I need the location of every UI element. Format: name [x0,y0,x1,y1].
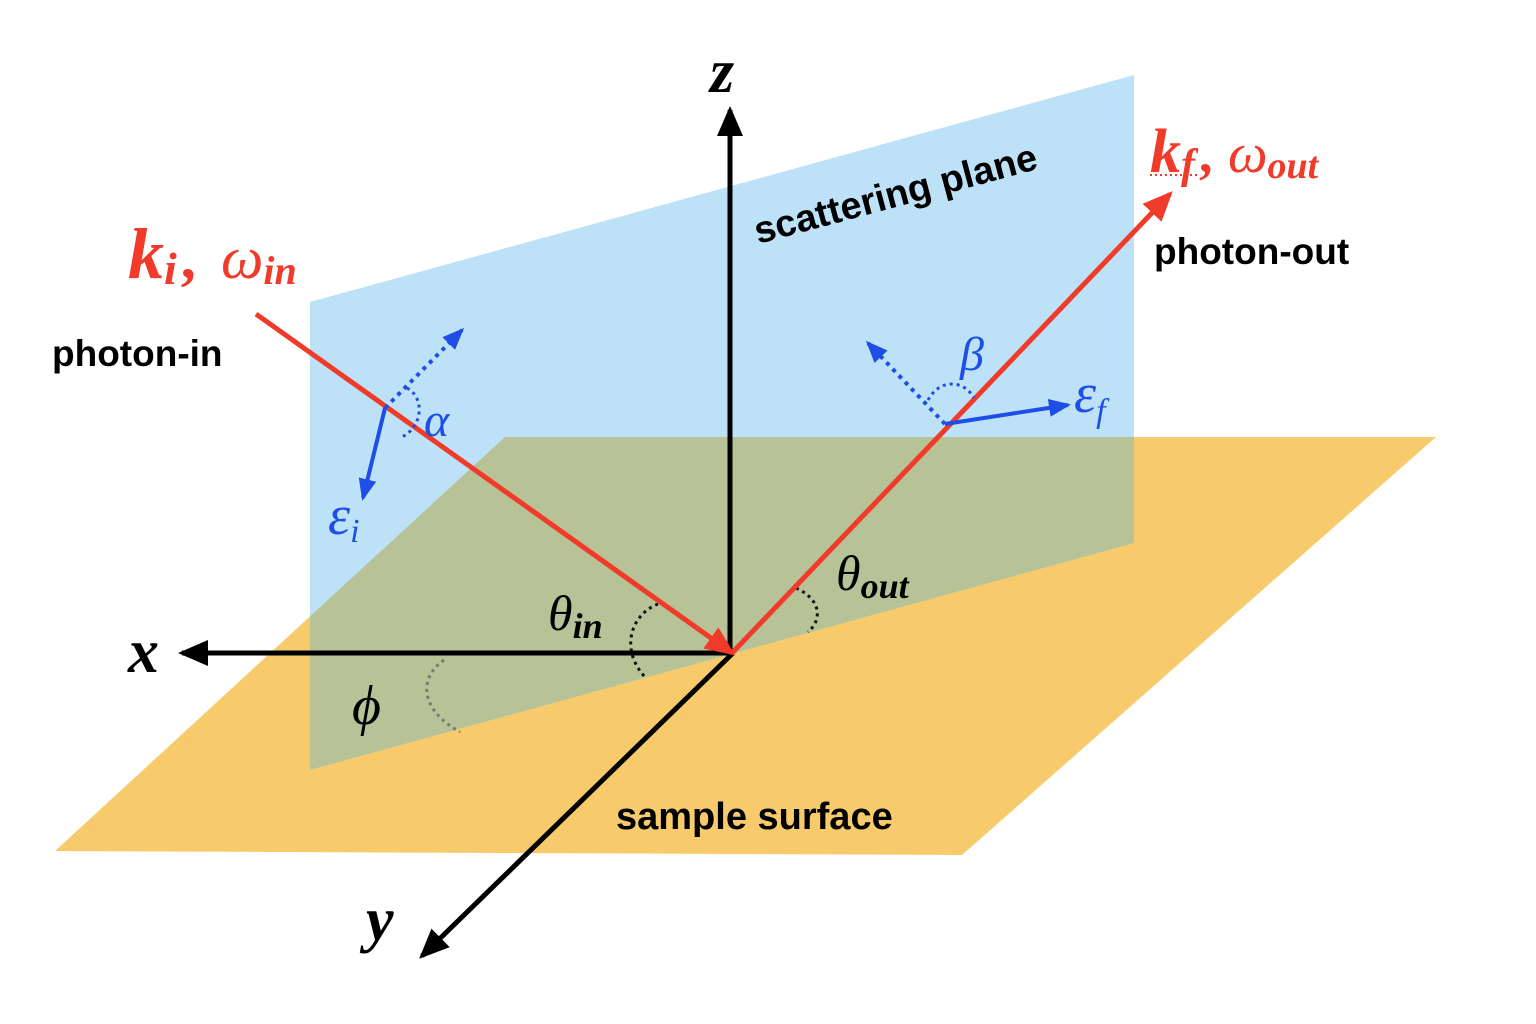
z-axis-label: z [708,38,734,106]
k-out-label: kf, [1150,118,1213,188]
photon-out-label: photon-out [1154,231,1349,272]
beta-label: β [959,328,984,381]
theta-out-arc [795,586,819,634]
sample-surface-label: sample surface [616,796,893,838]
phi-arc [425,658,461,734]
y-axis [419,651,735,959]
x-axis-label: x [127,618,159,686]
epsilon-i-label: εi [328,485,360,550]
y-axis-label: y [359,886,394,954]
phi-label: ϕ [352,675,381,737]
beta-arc [926,382,976,401]
epsilon-i-vector [358,407,387,501]
photon-in-label: photon-in [52,333,223,374]
plane-overlap-region [310,437,1134,770]
theta-in-arc [629,602,659,679]
incoming-photon-ray [254,311,736,656]
alpha-label: α [424,394,450,447]
omega-out-label: ωout [1228,123,1320,187]
epsilon-f-vector [944,399,1071,426]
k-in-label: ki, [128,214,196,294]
epsilon-f-perp-dotted [865,340,947,426]
epsilon-i-perp-dotted [383,327,465,410]
theta-in-label: θin [548,585,603,646]
omega-in-label: ωin [221,225,297,293]
theta-out-label: θout [836,545,910,606]
alpha-arc [401,386,421,439]
